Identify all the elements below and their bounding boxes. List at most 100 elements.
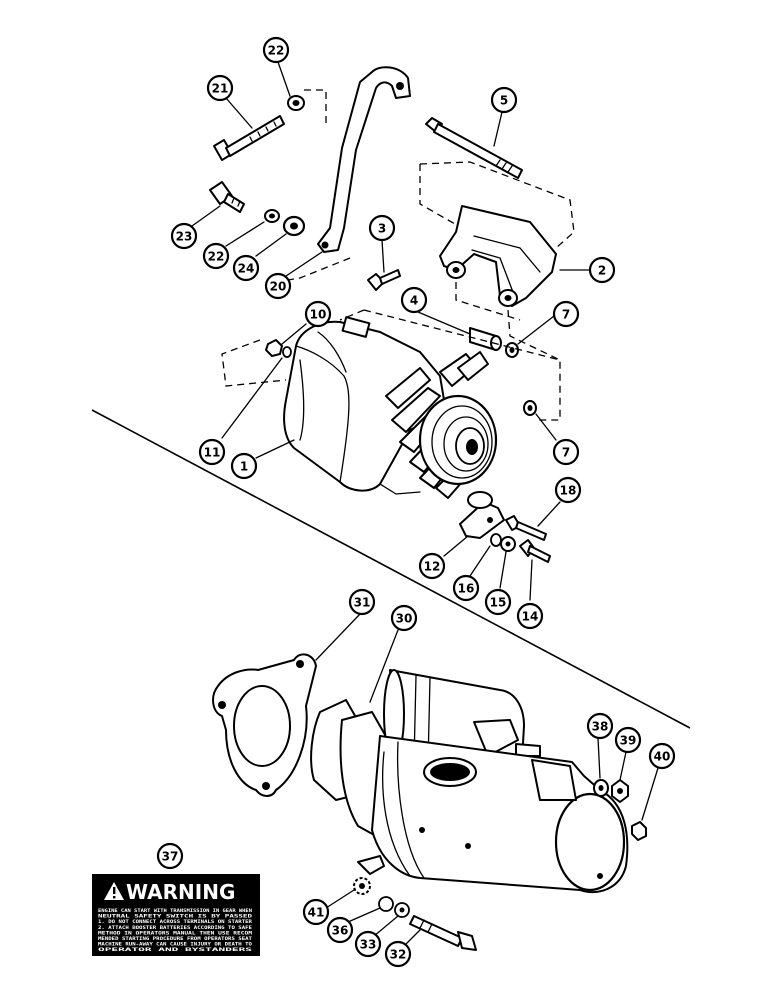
callout-circle	[516, 602, 544, 630]
leader-lines	[191, 61, 591, 601]
flat-washer-part	[282, 215, 306, 237]
callout-number: 24	[238, 261, 255, 275]
callout-16: 16	[452, 574, 480, 602]
warning-text-lines: ENGINE CAN START WITH TRANSMISSION IN GE…	[98, 908, 253, 953]
pulley-part	[418, 394, 498, 486]
warning-line: 2. ATTACH BOOSTER BATTERIES ACCORDING TO…	[98, 925, 252, 931]
callout-24: 24	[232, 254, 260, 282]
callout-22: 22	[202, 242, 230, 270]
callout-number: 18	[560, 483, 577, 497]
starter-group	[212, 613, 659, 951]
callout-31: 31	[348, 588, 376, 616]
callout-number: 7	[562, 307, 570, 321]
section-divider	[91, 409, 691, 729]
callout-circle	[156, 842, 184, 870]
callout-number: 16	[458, 581, 475, 595]
callout-circle	[390, 604, 418, 632]
callout-circle	[202, 242, 230, 270]
washer-part	[593, 779, 609, 797]
callout-number: 37	[162, 849, 179, 863]
callout-circle	[302, 898, 330, 926]
mounting-bracket-part	[439, 205, 557, 307]
callout-number: 1	[240, 459, 248, 473]
callout-bubbles: 2122523222420324710111718121615143130383…	[156, 36, 676, 968]
bolt-part	[367, 269, 401, 291]
callout-11: 11	[198, 438, 226, 466]
lock-washer-part	[287, 95, 305, 111]
alternator-part	[283, 316, 498, 499]
callout-number: 14	[522, 609, 539, 623]
callout-circle	[384, 940, 412, 968]
gasket-part	[212, 653, 317, 797]
callout-circle	[348, 588, 376, 616]
callout-40: 40	[648, 742, 676, 770]
callout-number: 2	[598, 263, 606, 277]
callout-20: 20	[264, 272, 292, 300]
callout-circle	[170, 222, 198, 250]
bolt-part	[505, 515, 547, 541]
callout-5: 5	[490, 86, 518, 114]
callout-33: 33	[354, 930, 382, 958]
callout-circle	[264, 272, 292, 300]
callout-circle	[418, 552, 446, 580]
callout-18: 18	[554, 476, 582, 504]
callout-10: 10	[304, 300, 332, 328]
star-washer-part	[353, 877, 371, 895]
callout-number: 36	[332, 923, 349, 937]
callout-circle	[230, 452, 258, 480]
callout-circle	[452, 574, 480, 602]
callout-number: 3	[378, 221, 386, 235]
bolt-part	[213, 115, 285, 161]
callout-7: 7	[552, 438, 580, 466]
callout-37: 37	[156, 842, 184, 870]
callout-4: 4	[400, 286, 428, 314]
starter-motor-part	[310, 669, 629, 894]
callout-circle	[198, 438, 226, 466]
callout-number: 40	[654, 749, 671, 763]
warning-line: ENGINE CAN START WITH TRANSMISSION IN GE…	[98, 908, 252, 914]
warning-line: METHOD IN OPERATORS MANUAL THEN USE RECO…	[98, 930, 252, 936]
callout-21: 21	[206, 74, 234, 102]
callout-number: 41	[308, 905, 325, 919]
callout-number: 30	[396, 611, 413, 625]
callout-38: 38	[586, 712, 614, 740]
callout-circle	[354, 930, 382, 958]
callout-41: 41	[302, 898, 330, 926]
lock-washer-part	[264, 209, 280, 223]
callout-circle	[304, 300, 332, 328]
warning-line: NEUTRAL SAFETY SWITCH IS BY PASSED	[98, 914, 252, 920]
callout-number: 38	[592, 719, 609, 733]
callout-circle	[554, 476, 582, 504]
callout-3: 3	[368, 214, 396, 242]
callout-number: 31	[354, 595, 371, 609]
callout-number: 12	[424, 559, 441, 573]
nut-part	[265, 339, 292, 358]
callout-number: 15	[490, 595, 507, 609]
washer-part	[490, 533, 502, 547]
warning-line: MACHINE RUN-AWAY CAN CAUSE INJURY OR DEA…	[98, 942, 252, 948]
spacer-part	[459, 491, 505, 539]
callout-circle	[614, 726, 642, 754]
callout-number: 11	[204, 445, 221, 459]
washer-part	[505, 342, 519, 358]
washer-part	[394, 902, 410, 918]
callout-number: 20	[270, 279, 287, 293]
support-bracket-part	[317, 66, 411, 253]
callout-number: 23	[176, 229, 193, 243]
warning-line: OPERATOR AND BYSTANDERS	[98, 947, 253, 953]
callout-7: 7	[552, 300, 580, 328]
callout-circle	[232, 254, 260, 282]
callout-circle	[552, 300, 580, 328]
callout-circle	[588, 256, 616, 284]
callout-number: 21	[212, 81, 229, 95]
warning-line: MENDED STARTING PROCEDURE FROM OPERATORS…	[98, 936, 252, 942]
callout-number: 4	[410, 293, 418, 307]
callout-15: 15	[484, 588, 512, 616]
callout-circle	[586, 712, 614, 740]
nut-part	[611, 779, 629, 803]
spacer-part	[469, 327, 502, 351]
warning-line: 1. DO NOT CONNECT ACROSS TERMINALS ON ST…	[98, 919, 252, 925]
callout-number: 22	[268, 43, 285, 57]
